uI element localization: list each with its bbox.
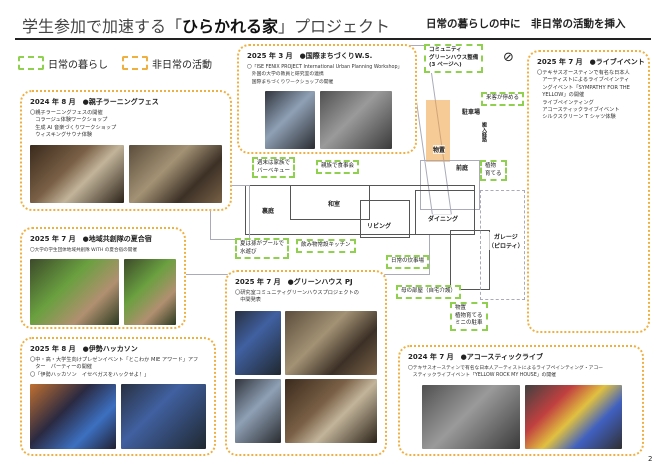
- card-heading: 2024 年 7 月 ●アコースティックライブ: [408, 353, 544, 361]
- event-photo: [123, 259, 176, 326]
- map-label-parking: 駐車場: [462, 107, 481, 116]
- daily-label-guest-parking: 来客が停める: [481, 92, 525, 106]
- map-label-front-garden: 前庭: [456, 163, 469, 172]
- card-heading: 2025 年 7 月 ●グリーンハウス PJ: [235, 278, 353, 286]
- event-photo: [30, 259, 119, 326]
- page-title: 学生参加で加速する「ひらかれる家」プロジェクト: [22, 17, 391, 36]
- header-divider: [15, 38, 651, 40]
- daily-label-mother-room: 母の部屋（自宅介護）: [396, 285, 462, 299]
- page-subtitle: 日常の暮らしの中に 非日常の活動を挿入: [426, 18, 626, 30]
- map-label-dining: ダイニング: [428, 214, 459, 223]
- daily-label-greenhouse: コミュニティ グリーンハウス整備 (3 ページへ): [424, 44, 484, 73]
- map-label-route: 搬入経路: [481, 122, 488, 142]
- event-card-learning-fes: 2024 年 8 月 ●親子ラーニングフェス 〇親子ラーニングフェスの開催 コラ…: [20, 90, 232, 211]
- event-card-greenhouse-pj: 2025 年 7 月 ●グリーンハウス PJ 〇研究室コミュニティグリーンハウス…: [225, 270, 387, 456]
- event-card-summer-camp: 2025 年 7 月 ●地域共創隊の夏合宿 〇大学の学生団体地域共創隊 WITH…: [20, 227, 186, 329]
- map-label-living: リビング: [367, 221, 392, 230]
- card-heading: 2025 年 3 月 ●国際まちづくりW.S.: [247, 52, 373, 60]
- card-heading: 2024 年 8 月 ●親子ラーニングフェス: [30, 98, 159, 106]
- map-label-storage: 物置: [433, 145, 446, 154]
- event-photo: [524, 384, 622, 449]
- event-card-hackathon: 2025 年 8 月 ●伊勢ハッカソン 〇中・高・大学生向けプレゼンイベント「と…: [20, 337, 216, 456]
- event-photo: [30, 144, 124, 203]
- card-heading: 2025 年 7 月 ●地域共創隊の夏合宿: [30, 235, 152, 243]
- legend-daily-label: 日常の暮らし: [48, 60, 108, 71]
- event-card-acoustic-live: 2024 年 7 月 ●アコースティックライブ 〇テキサスオースティンで有名な日…: [398, 345, 644, 456]
- daily-label-bbq: 週末は家族で バーベキュー: [252, 157, 296, 178]
- event-photo: [422, 384, 520, 449]
- page-number: 2: [648, 455, 653, 463]
- legend-daily-swatch: [18, 56, 44, 70]
- event-photo: [128, 144, 222, 203]
- daily-label-kitchen: 飲み物常設キッチン: [296, 239, 356, 253]
- daily-label-storage: 物置 植物育てる ミニの駐車: [450, 302, 488, 331]
- daily-label-pool: 夏は孫がプールで 水遊び: [235, 238, 290, 259]
- event-photo: [320, 91, 392, 150]
- event-card-live-event: 2025 年 7 月 ●ライブイベント 〇テキサスオースティンで有名な日本人 ア…: [527, 50, 650, 333]
- event-photo: [30, 384, 116, 450]
- compass-icon: ⊘: [503, 50, 514, 65]
- legend-extra-label: 非日常の活動: [152, 60, 212, 71]
- event-photo: [235, 378, 281, 443]
- card-heading: 2025 年 8 月 ●伊勢ハッカソン: [30, 345, 138, 353]
- daily-label-plants: 植物 育てる: [480, 160, 507, 181]
- legend-extra-swatch: [122, 56, 148, 70]
- event-photo: [120, 384, 206, 450]
- event-photo: [285, 310, 377, 375]
- map-label-garage: ガレージ （ピロティ）: [488, 232, 524, 250]
- daily-label-family-meal: 親族で食事会: [316, 160, 360, 174]
- daily-label-daily-cooking: 日常の炊事場: [386, 255, 430, 269]
- map-label-washitsu: 和室: [328, 199, 341, 208]
- event-photo: [265, 91, 316, 150]
- card-heading: 2025 年 7 月 ●ライブイベント: [537, 58, 645, 66]
- map-label-back-garden: 裏庭: [262, 206, 275, 215]
- event-photo: [235, 310, 281, 375]
- event-photo: [285, 378, 377, 443]
- event-card-international-ws: 2025 年 3 月 ●国際まちづくりW.S. 〇「ISE FENIX PROJ…: [237, 44, 417, 154]
